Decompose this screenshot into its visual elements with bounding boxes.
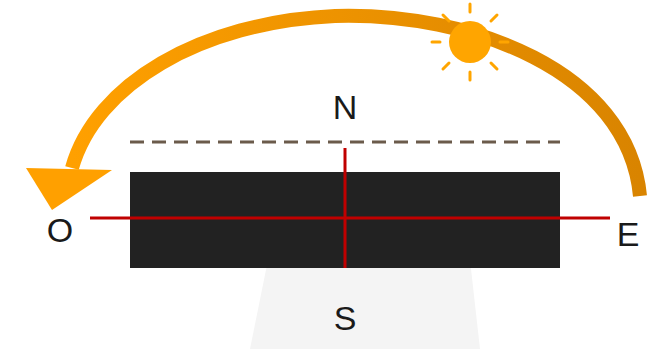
compass-south: S — [334, 301, 357, 335]
sun-path-arc — [72, 16, 640, 196]
compass-east: E — [617, 217, 640, 251]
sun-symbol — [432, 4, 508, 80]
east-west-axis — [90, 217, 610, 220]
north-south-axis — [344, 148, 347, 268]
compass-north: N — [333, 90, 358, 124]
arrow-head — [26, 168, 112, 210]
dashed-line — [130, 141, 560, 144]
compass-west: O — [47, 213, 73, 247]
